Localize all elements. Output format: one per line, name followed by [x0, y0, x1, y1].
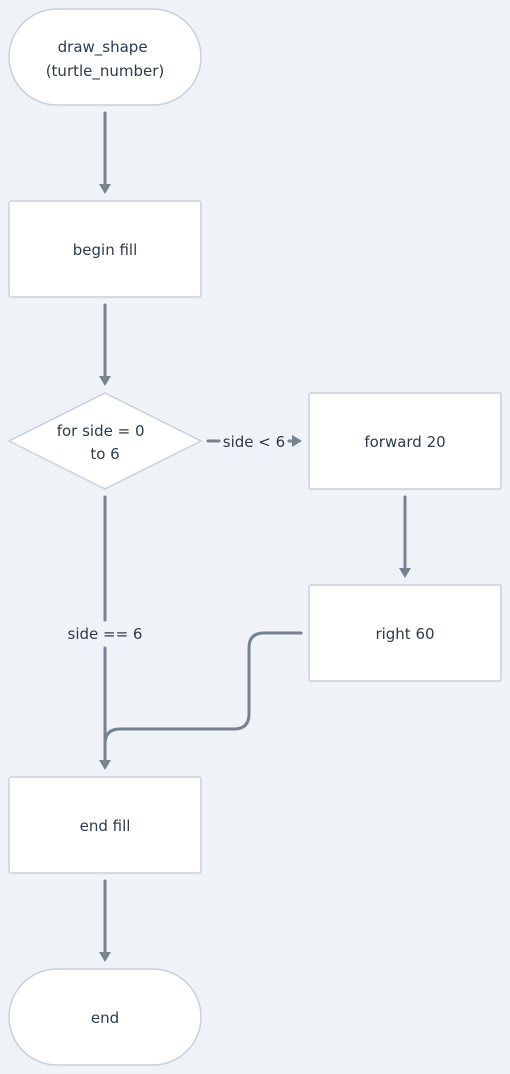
node-end-terminal: end [8, 968, 202, 1066]
node-right: right 60 [308, 584, 502, 682]
end-label: end [91, 1009, 119, 1027]
start-label-line-1: draw_shape [58, 38, 148, 57]
edge-right-to-end-fill [103, 631, 303, 762]
edge-begin-fill-to-loop [99, 303, 111, 386]
svg-text:for side = 0 to 6: for side = 0 to 6 [57, 422, 150, 463]
svg-text:draw_shape (turtle_num: draw_shape (turtle_number) [46, 38, 165, 81]
edge-forward-to-right [399, 495, 411, 578]
begin-fill-label: begin fill [73, 241, 138, 259]
node-begin-fill: begin fill [8, 200, 202, 298]
edge-loop-to-end-fill: side == 6 [68, 495, 143, 770]
edge-end-fill-to-end [99, 879, 111, 962]
node-start-terminal: draw_shape (turtle_number) [8, 8, 202, 106]
loop-label-line-2: to 6 [90, 445, 119, 463]
node-loop-decision: for side = 0 to 6 [7, 392, 203, 490]
edge-start-to-begin-fill [99, 111, 111, 194]
start-label-line-2: (turtle_number) [46, 62, 165, 81]
node-end-fill: end fill [8, 776, 202, 874]
node-forward: forward 20 [308, 392, 502, 490]
right-label: right 60 [375, 625, 434, 643]
forward-label: forward 20 [364, 433, 445, 451]
edge-label-side-eq-6: side == 6 [68, 625, 143, 643]
edge-loop-to-forward: side < 6 [206, 433, 302, 451]
loop-label-line-1: for side = 0 [57, 422, 145, 440]
nodes: draw_shape (turtle_number) begin fill fo… [7, 8, 502, 1066]
end-fill-label: end fill [80, 817, 131, 835]
edge-label-side-lt-6: side < 6 [223, 433, 285, 451]
edges: side < 6 side == 6 [68, 111, 411, 962]
